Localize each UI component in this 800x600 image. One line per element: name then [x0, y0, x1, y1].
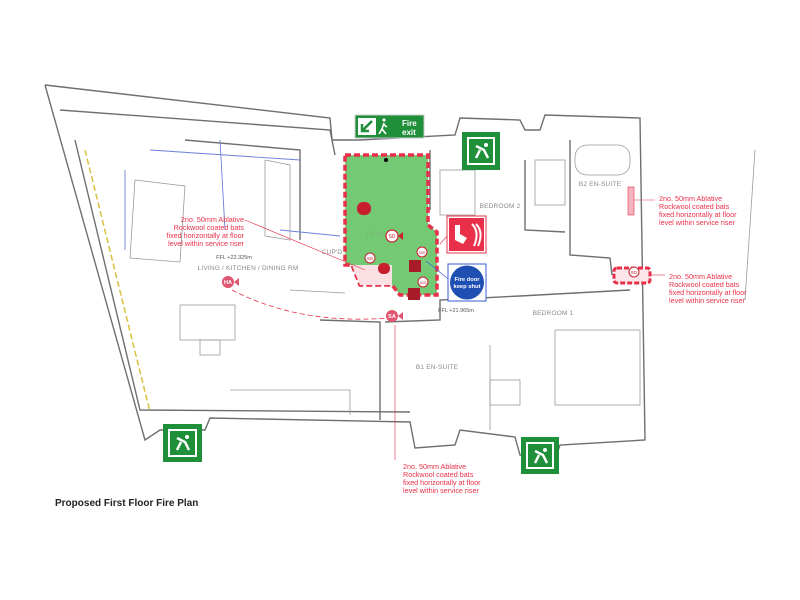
fire-door-line1: Fire door	[454, 277, 480, 283]
svg-text:Rockwool coated bats: Rockwool coated bats	[403, 470, 474, 479]
riser-note-bedroom: 2no. 50mm Ablative Rockwool coated bats …	[669, 272, 747, 305]
svg-text:Rockwool coated bats: Rockwool coated bats	[659, 202, 730, 211]
exit-window-sign-bedroom2	[462, 132, 500, 170]
hand-press-icon	[455, 225, 467, 244]
svg-text:level within service riser: level within service riser	[669, 296, 745, 305]
fire-exit-sign: Fire exit	[354, 114, 425, 139]
svg-text:fixed horizontally at floor: fixed horizontally at floor	[403, 478, 481, 487]
riser-note-hall: 2no. 50mm Ablative Rockwool coated bats …	[403, 462, 481, 495]
fire-exit-line1: Fire	[402, 119, 417, 128]
fire-alarm-call-point-sign	[446, 215, 487, 254]
service-riser-ensuite	[627, 186, 635, 216]
room-label-b2-ensuite: B2 EN-SUITE	[579, 181, 622, 188]
svg-text:SD: SD	[389, 234, 396, 240]
svg-text:level within service riser: level within service riser	[659, 218, 735, 227]
svg-text:2no. 50mm Ablative: 2no. 50mm Ablative	[181, 215, 244, 224]
svg-text:30S: 30S	[418, 250, 425, 255]
heat-alarm-marker: HA	[222, 276, 239, 288]
svg-text:2no. 50mm Ablative: 2no. 50mm Ablative	[659, 194, 722, 203]
building-outline	[44, 84, 756, 461]
svg-text:SD: SD	[631, 270, 638, 275]
fire-door-line2: keep shut	[453, 284, 480, 290]
room-label-landing: FF LA...	[367, 231, 392, 238]
exit-window-sign-bedroom1	[521, 437, 559, 474]
running-man-icon	[378, 118, 388, 135]
fire-door-mark	[408, 288, 420, 300]
ffl-hall: FFL +21.965m	[438, 308, 474, 314]
person-exit-icon	[175, 436, 191, 451]
arrow-down-left-icon	[360, 120, 373, 133]
room-label-bedroom2: BEDROOM 2	[480, 203, 521, 210]
svg-text:fixed horizontally at floor: fixed horizontally at floor	[166, 231, 244, 240]
riser-note-living: 2no. 50mm Ablative Rockwool coated bats …	[166, 215, 244, 248]
riser-note-ensuite: 2no. 50mm Ablative Rockwool coated bats …	[659, 194, 737, 227]
svg-text:Rockwool coated bats: Rockwool coated bats	[174, 223, 245, 232]
fire-door-30s-marker: 30S	[417, 276, 429, 288]
person-exit-icon	[474, 144, 490, 159]
svg-text:SA: SA	[388, 314, 396, 320]
smoke-alarm-marker: SA	[386, 310, 403, 322]
ffl-living: FFL +22.325m	[216, 255, 252, 261]
svg-text:HA: HA	[224, 280, 232, 286]
fire-door-30s-marker: 30S	[416, 246, 428, 258]
fire-door-mark	[409, 260, 421, 272]
svg-text:level within service riser: level within service riser	[168, 239, 244, 248]
svg-text:level within service riser: level within service riser	[403, 486, 479, 495]
exit-window-sign-living	[163, 424, 202, 462]
svg-text:fixed horizontally at floor: fixed horizontally at floor	[659, 210, 737, 219]
smoke-detector-marker: SD	[385, 229, 403, 243]
fire-exit-line2: exit	[402, 128, 416, 137]
svg-text:SD: SD	[367, 256, 374, 261]
room-label-b1-ensuite: B1 EN-SUITE	[416, 364, 459, 371]
room-label-living: LIVING / KITCHEN / DINING RM	[198, 265, 299, 272]
svg-text:2no. 50mm Ablative: 2no. 50mm Ablative	[669, 272, 732, 281]
svg-text:30S: 30S	[419, 280, 426, 285]
room-label-cupd: CUP'D	[322, 249, 343, 256]
flame-icon	[471, 223, 482, 247]
plan-caption: Proposed First Floor Fire Plan	[55, 498, 199, 509]
svg-text:fixed horizontally at floor: fixed horizontally at floor	[669, 288, 747, 297]
smoke-detector-marker: SD	[364, 252, 376, 264]
person-exit-icon	[533, 449, 549, 464]
svg-text:2no. 50mm Ablative: 2no. 50mm Ablative	[403, 462, 466, 471]
extinguisher-icon	[378, 263, 390, 274]
extinguisher-icon	[357, 202, 371, 215]
smoke-detector-marker: SD	[628, 266, 640, 278]
room-label-bedroom1: BEDROOM 1	[533, 310, 574, 317]
fire-door-keep-shut-sign: Fire door keep shut	[447, 263, 487, 302]
svg-text:Rockwool coated bats: Rockwool coated bats	[669, 280, 740, 289]
